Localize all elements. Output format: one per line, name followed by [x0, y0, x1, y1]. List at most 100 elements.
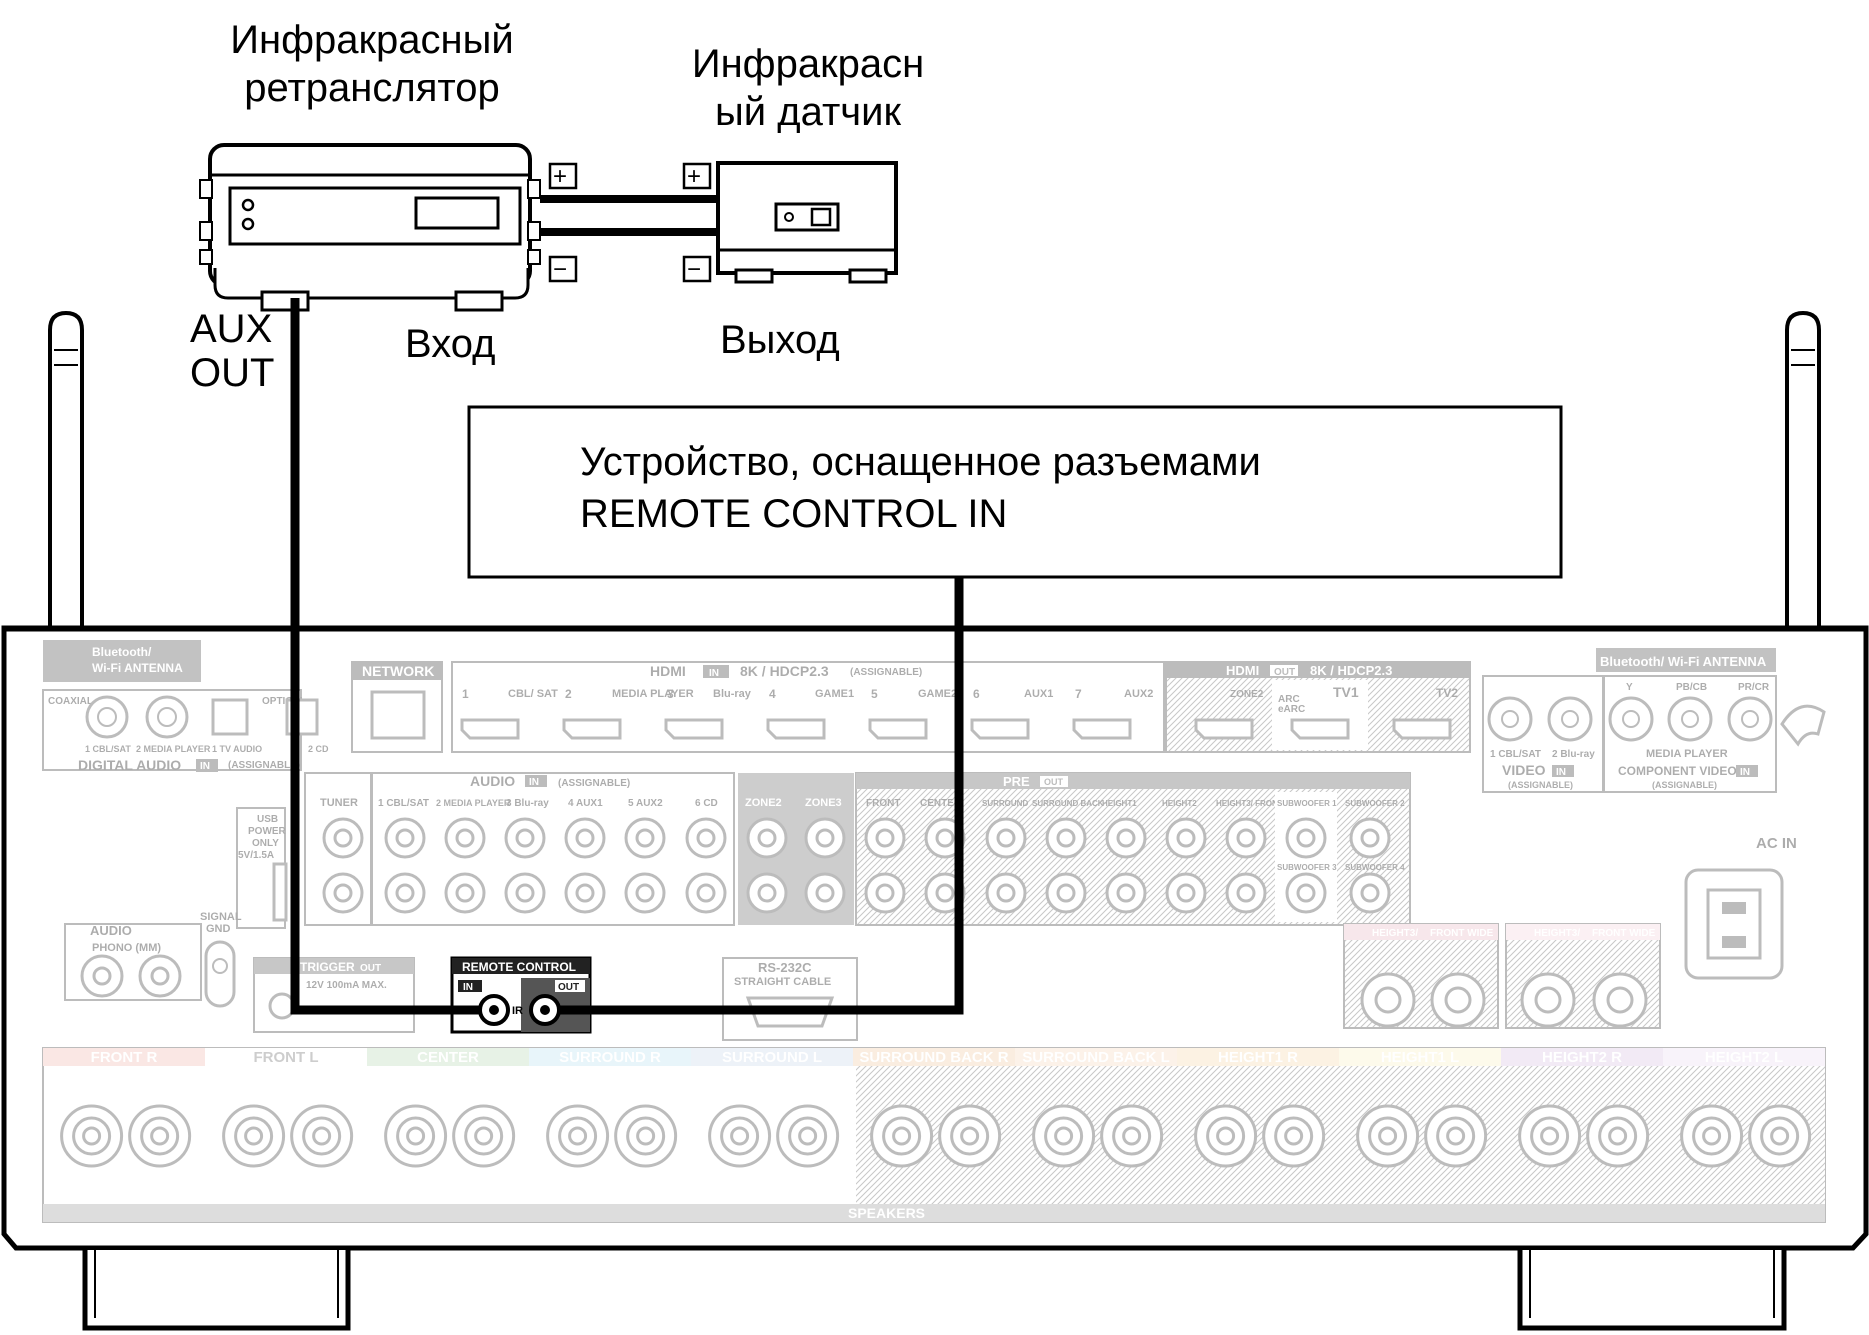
trigger-badge: OUT: [360, 963, 381, 974]
speaker-terminal: [1044, 1116, 1084, 1156]
speaker-terminal: [1112, 1116, 1152, 1156]
hdmi-in-port-labels: CBL/ SAT MEDIA PLAYER Blu-ray GAME1 GAME…: [508, 688, 1153, 700]
video-sub-1: 1 CBL/SAT: [1490, 749, 1541, 760]
trigger-spec: 12V 100mA MAX.: [306, 980, 387, 991]
signal-gnd-1: SIGNAL: [200, 911, 242, 923]
component-pb: PB/CB: [1676, 682, 1707, 693]
speaker-terminal: [938, 1104, 1002, 1168]
pre-col-sub3: SUBWOOFER 3: [1277, 863, 1337, 872]
speaker-group-label: HEIGHT2 L: [1705, 1049, 1783, 1066]
usb-label-4: 5V/1.5A: [238, 850, 274, 861]
hdmi-in-port-7: AUX2: [1124, 688, 1153, 700]
hdmi-in-num-5: 5: [871, 687, 878, 701]
speaker-terminal: [128, 1104, 192, 1168]
speaker-terminal: [474, 1126, 494, 1146]
speaker-terminal: [452, 1104, 516, 1168]
speaker-terminal: [1608, 1126, 1628, 1146]
speaker-terminal: [140, 1116, 180, 1156]
bt-antenna-left-label-2: Wi-Fi ANTENNA: [92, 661, 183, 675]
digital-audio-label: DIGITAL AUDIO: [78, 757, 181, 773]
hdmi-in-port-6: AUX1: [1024, 688, 1053, 700]
hdmi-out-badge: OUT: [1274, 667, 1295, 678]
speaker-terminal: [1054, 1126, 1074, 1146]
repeater-minus-sign: −: [553, 256, 567, 283]
pre-col-height2: HEIGHT2: [1162, 799, 1197, 808]
hdmi-in-port-3: Blu-ray: [713, 688, 752, 700]
hdmi-in-num-3: 3: [667, 687, 674, 701]
zone3-label: ZONE3: [805, 797, 842, 809]
remote-control-jack: REMOTE CONTROL IN OUT IR: [450, 956, 592, 1034]
ir-repeater-device: [199, 143, 541, 312]
speaker-terminal: [1100, 1104, 1164, 1168]
digital-sub-1: 1 CBL/SAT: [85, 744, 131, 754]
speaker-terminal: [302, 1116, 342, 1156]
speaker-terminal: [776, 1104, 840, 1168]
speaker-group-label: SURROUND BACK R: [859, 1049, 1008, 1066]
hdmi-in-num-2: 2: [565, 687, 572, 701]
signal-gnd-2: GND: [206, 923, 231, 935]
speaker-terminal: [244, 1126, 264, 1146]
arc-label-2: eARC: [1278, 704, 1305, 715]
speaker-terminal: [1540, 1126, 1560, 1146]
speaker-terminal: [1378, 1126, 1398, 1146]
hdmi-out-tv2: TV2: [1436, 686, 1458, 700]
hdmi-in-assignable: (ASSIGNABLE): [850, 667, 922, 678]
digital-audio-badge: IN: [200, 761, 210, 772]
pre-col-surround-back: SURROUND BACK: [1032, 799, 1104, 808]
hdmi-in-port-2: MEDIA PLAYER: [612, 688, 694, 700]
speaker-terminal: [60, 1104, 124, 1168]
hdmi-in-num-7: 7: [1075, 687, 1082, 701]
video-jacks: [1487, 696, 1773, 742]
pre-col-front: FRONT: [866, 798, 900, 809]
speaker-terminal: [82, 1126, 102, 1146]
remote-control-label: REMOTE CONTROL: [462, 960, 576, 974]
sensor-minus-sign: −: [687, 256, 701, 283]
speaker-group-header: [691, 1048, 853, 1066]
ir-sensor-label-line1: Инфракрасн: [691, 42, 925, 86]
speaker-group-label: CENTER: [417, 1049, 479, 1066]
speaker-terminal: [1748, 1104, 1812, 1168]
pre-col-center: CENTER: [920, 798, 962, 809]
hdmi-in-num-4: 4: [769, 687, 776, 701]
speaker-terminal: [558, 1116, 598, 1156]
usb-label-1: USB: [257, 814, 278, 825]
speaker-group-header: [43, 1048, 205, 1066]
bt-antenna-left-label-1: Bluetooth/: [92, 645, 152, 659]
component-badge: IN: [1740, 767, 1750, 778]
speaker-terminal: [1194, 1104, 1258, 1168]
ir-repeater-label-line1: Инфракрасный: [230, 18, 514, 62]
speaker-terminal: [290, 1104, 354, 1168]
zone2-label: ZONE2: [745, 797, 782, 809]
speaker-terminal: [720, 1116, 760, 1156]
speaker-terminal: [384, 1104, 448, 1168]
speaker-group-header: [1501, 1048, 1663, 1066]
hdmi-in-port-number-labels: 1 2 3 4 5 6 7: [462, 687, 1082, 701]
height3-l-1: HEIGHT3/: [1534, 928, 1580, 939]
sensor-minus-marker: [682, 255, 712, 283]
speaker-group-header: [205, 1048, 367, 1066]
speaker-terminal: [1368, 1116, 1408, 1156]
speaker-terminal: [1436, 1116, 1476, 1156]
video-sub-2: 2 Blu-ray: [1552, 749, 1595, 760]
speaker-terminal: [614, 1104, 678, 1168]
speaker-terminal: [1274, 1116, 1314, 1156]
repeater-plus-sign: +: [553, 163, 567, 190]
speaker-terminal: [222, 1104, 286, 1168]
hdmi-out-label: HDMI: [1226, 663, 1259, 678]
sensor-plus-marker: [682, 162, 712, 190]
speaker-terminal: [1692, 1116, 1732, 1156]
height3-r-1: HEIGHT3/: [1372, 928, 1418, 939]
hdmi-in-port-1: CBL/ SAT: [508, 688, 558, 700]
remote-control-device-box: [467, 405, 1563, 579]
speaker-group-label: SURROUND R: [559, 1049, 661, 1066]
remote-in-label: IN: [463, 982, 473, 993]
hdmi-out-tv1: TV1: [1333, 684, 1359, 700]
hdmi-in-port-4: GAME1: [815, 688, 854, 700]
remote-ir-label: IR: [512, 1005, 523, 1017]
arc-label-1: ARC: [1278, 694, 1300, 705]
phono-label: PHONO (MM): [92, 942, 161, 954]
media-player-label: MEDIA PLAYER: [1646, 748, 1728, 760]
audio-col-2: 2 MEDIA PLAYER: [436, 798, 511, 808]
speaker-terminal: [1770, 1126, 1790, 1146]
